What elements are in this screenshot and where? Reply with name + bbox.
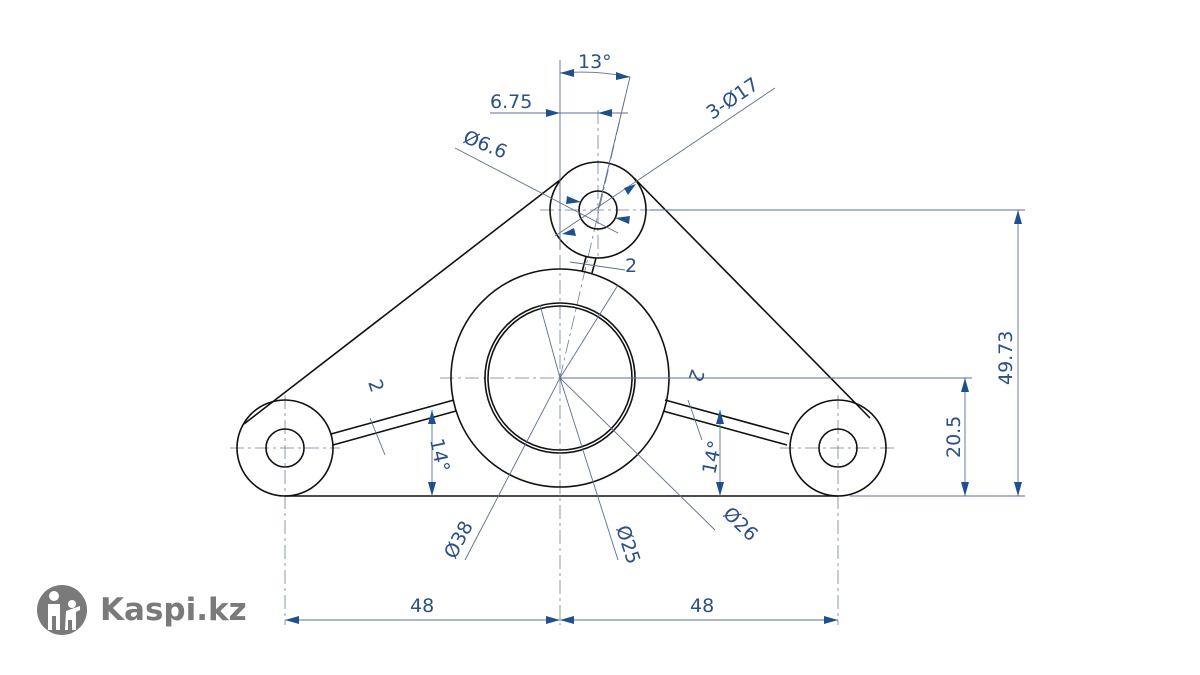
dimension-labels: 13° 6.75 Ø6.6 3-Ø17 2 2 2 14° 14° 49.73 … xyxy=(363,51,1017,617)
dim-rib-left: 2 xyxy=(363,377,388,395)
dim-rib-top: 2 xyxy=(625,255,637,277)
dim-width-right: 48 xyxy=(690,595,714,617)
dim-angle-right: 14° xyxy=(698,439,727,477)
watermark-logo: Kaspi.kz xyxy=(36,584,247,636)
center-lines xyxy=(230,84,895,625)
dimension-lines xyxy=(285,60,1025,621)
dim-height-center: 20.5 xyxy=(943,416,965,458)
dim-height-total: 49.73 xyxy=(995,331,1017,385)
dim-dia-bore: Ø25 xyxy=(611,523,644,567)
dim-offset-top: 6.75 xyxy=(490,91,532,113)
dim-hole-small: Ø6.6 xyxy=(460,126,510,163)
dim-angle-top: 13° xyxy=(578,51,612,73)
dim-rib-right: 2 xyxy=(684,366,709,384)
part-outline xyxy=(236,161,887,497)
top-hole-circle xyxy=(578,190,618,230)
dimension-arrows xyxy=(285,69,1022,624)
dim-dia-ring: Ø26 xyxy=(719,503,762,546)
left-hole-circle xyxy=(265,428,305,468)
kaspi-logo-icon xyxy=(37,585,87,635)
top-lug-circle xyxy=(549,161,647,259)
watermark-text: Kaspi.kz xyxy=(100,592,247,628)
dim-angle-left: 14° xyxy=(425,436,454,474)
right-hole-circle xyxy=(818,428,858,468)
dim-width-left: 48 xyxy=(410,595,434,617)
dim-dia-outer: Ø38 xyxy=(440,517,478,562)
